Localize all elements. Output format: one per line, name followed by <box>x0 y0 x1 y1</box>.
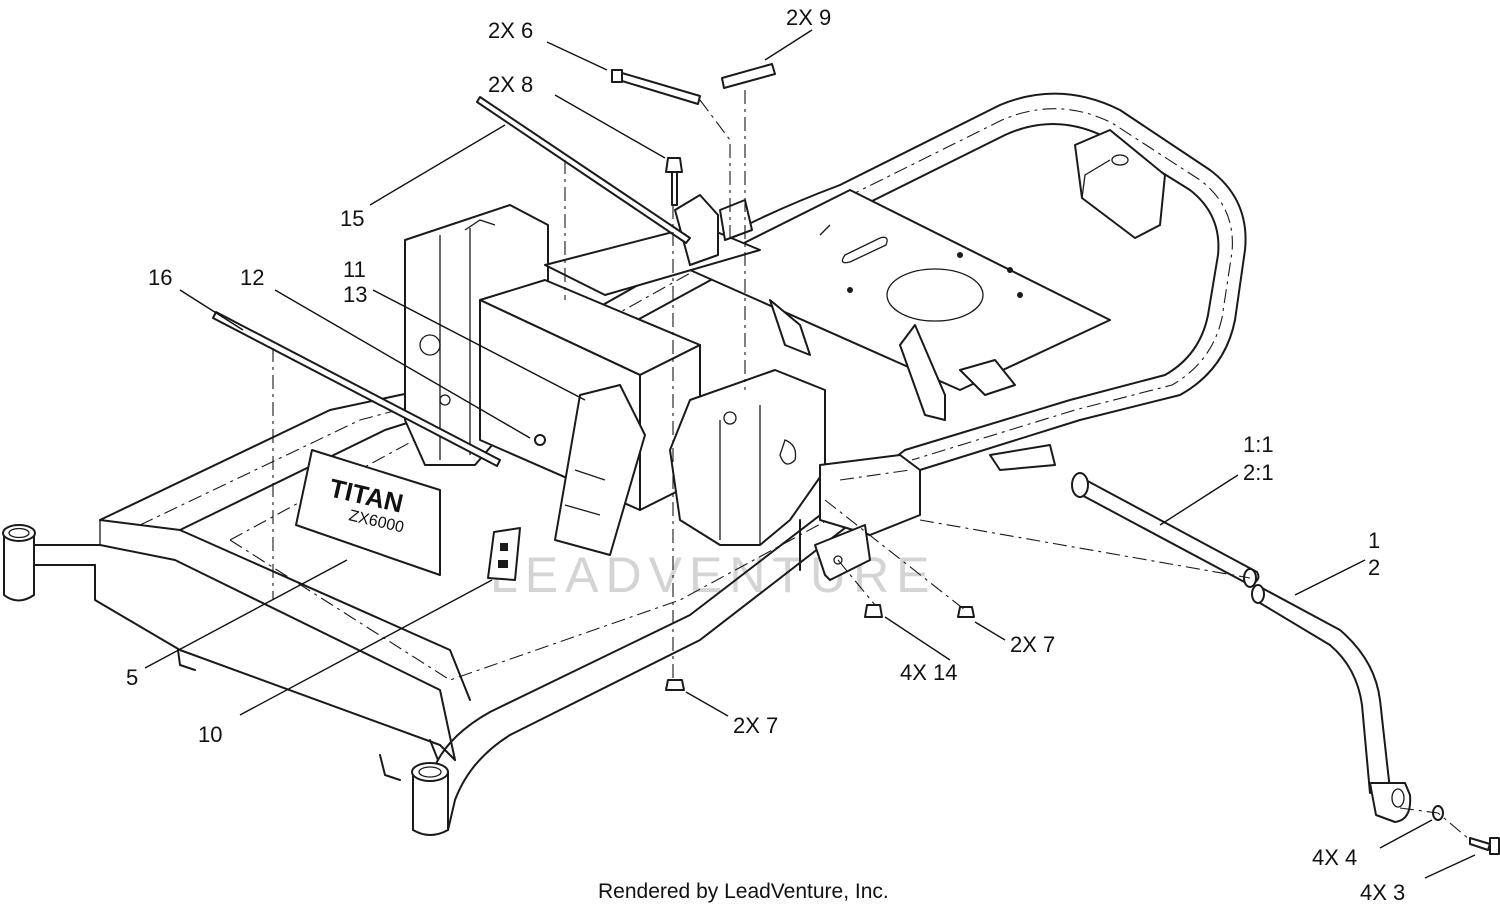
callout-13: 13 <box>343 282 367 307</box>
console-cover <box>554 384 646 556</box>
callout-2x7-bottom: 2X 7 <box>733 713 778 738</box>
callouts: 2X 6 2X 9 2X 8 15 16 12 11 13 1:1 2:1 1 … <box>126 5 1405 905</box>
callout-11: 11 <box>343 257 366 282</box>
bolt-3 <box>1469 837 1500 855</box>
callout-12: 12 <box>240 265 264 290</box>
leader-lines <box>144 29 1476 879</box>
callout-4x14: 4X 14 <box>900 660 958 685</box>
callout-2x7-right: 2X 7 <box>1010 632 1055 657</box>
bolt-14 <box>864 604 883 618</box>
decal-10 <box>487 527 521 581</box>
caster-pivot-left <box>2 524 101 602</box>
rear-bracket <box>1074 129 1166 239</box>
callout-2-1: 2:1 <box>1243 460 1274 485</box>
callout-15: 15 <box>340 206 364 231</box>
side-bracket <box>799 519 871 581</box>
lap-bar-tube <box>1071 472 1260 588</box>
nut-7-bottom <box>665 679 685 691</box>
center-plate <box>689 189 1111 471</box>
callout-2x8: 2X 8 <box>488 72 533 97</box>
callout-2x9: 2X 9 <box>786 5 831 30</box>
bolt-8 <box>665 157 683 206</box>
frame <box>2 92 1247 836</box>
upper-crossbar <box>544 194 761 296</box>
callout-5: 5 <box>126 665 138 690</box>
lap-bar-handle <box>1251 584 1412 823</box>
callout-16: 16 <box>148 265 172 290</box>
rod-15 <box>476 96 691 244</box>
nut-7-right <box>957 606 975 618</box>
assembly-lines <box>272 90 1471 841</box>
washer-12 <box>534 434 546 446</box>
callout-4x4: 4X 4 <box>1312 845 1357 870</box>
callout-1-1: 1:1 <box>1243 432 1274 457</box>
right-upright <box>669 369 826 546</box>
callout-2x6: 2X 6 <box>488 18 533 43</box>
callout-4x3: 4X 3 <box>1360 880 1405 905</box>
insert-9 <box>721 63 776 89</box>
callout-2: 2 <box>1368 555 1380 580</box>
bolt-6 <box>611 69 701 105</box>
fender-panel <box>819 454 921 536</box>
footer-credit: Rendered by LeadVenture, Inc. <box>598 880 889 903</box>
callout-1: 1 <box>1368 528 1380 553</box>
callout-10: 10 <box>198 722 222 747</box>
titan-plate: TITAN ZX6000 <box>295 449 441 576</box>
caster-pivot-right <box>411 762 449 836</box>
rod-16 <box>212 311 501 467</box>
